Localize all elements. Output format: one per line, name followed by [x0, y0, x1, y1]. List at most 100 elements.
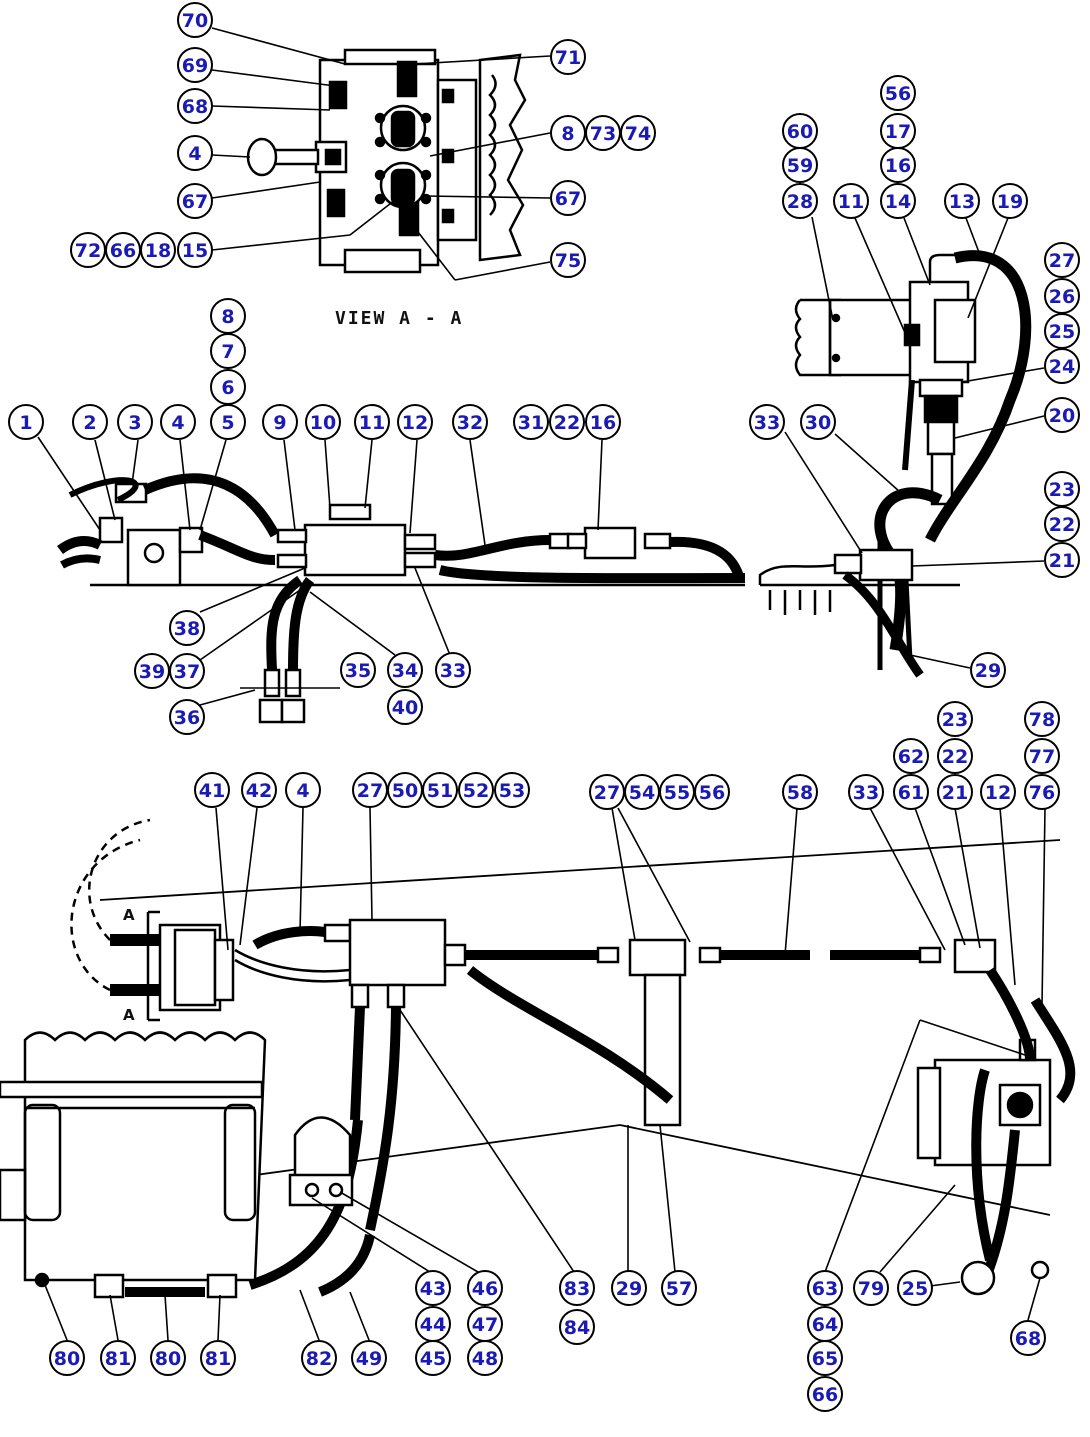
- callout-bubble: [397, 404, 433, 440]
- callout-number: 27: [357, 780, 383, 802]
- callout-number: 33: [853, 782, 879, 804]
- callout-49: 49: [351, 1340, 387, 1376]
- callout-number: 79: [858, 1278, 884, 1300]
- callout-bubble: [944, 183, 980, 219]
- callout-number: 8: [561, 123, 574, 145]
- leader-lines-middle: [37, 436, 603, 706]
- callout-number: 82: [306, 1348, 332, 1370]
- callout-number: 29: [975, 660, 1001, 682]
- callout-number: 53: [499, 780, 525, 802]
- callout-bubble: [210, 333, 246, 369]
- callout-number: 48: [472, 1348, 498, 1370]
- callout-50: 50: [387, 772, 423, 808]
- callout-bubble: [800, 404, 836, 440]
- callout-number: 30: [805, 412, 831, 434]
- callout-bubble: [880, 183, 916, 219]
- callout-number: 38: [174, 618, 200, 640]
- callout-bubble: [550, 39, 586, 75]
- callout-42: 42: [241, 772, 277, 808]
- callout-23: 23: [937, 701, 973, 737]
- callout-number: 22: [942, 746, 968, 768]
- callout-bubble: [620, 115, 656, 151]
- callout-4: 4: [177, 135, 213, 171]
- callout-41: 41: [194, 772, 230, 808]
- callout-bubble: [117, 404, 153, 440]
- callout-45: 45: [415, 1340, 451, 1376]
- callout-9: 9: [262, 404, 298, 440]
- callout-number: 23: [942, 709, 968, 731]
- callout-28: 28: [782, 183, 818, 219]
- callout-76: 76: [1024, 774, 1060, 810]
- callout-number: 22: [1049, 514, 1075, 536]
- callout-bubble: [1044, 542, 1080, 578]
- callout-bubble: [177, 88, 213, 124]
- callout-21: 21: [937, 774, 973, 810]
- callout-75: 75: [550, 242, 586, 278]
- callout-bubble: [1024, 738, 1060, 774]
- callout-number: 37: [174, 661, 200, 683]
- callout-number: 27: [594, 782, 620, 804]
- callout-35: 35: [340, 652, 376, 688]
- lower-assembly: [0, 818, 1076, 1299]
- callout-number: 81: [105, 1348, 131, 1370]
- callout-33: 33: [848, 774, 884, 810]
- callout-22: 22: [549, 404, 585, 440]
- callout-16: 16: [585, 404, 621, 440]
- callout-number: 29: [616, 1278, 642, 1300]
- callout-bubble: [880, 75, 916, 111]
- callout-12: 12: [397, 404, 433, 440]
- callout-number: 68: [182, 96, 208, 118]
- callout-number: 57: [666, 1278, 692, 1300]
- callout-63: 63: [807, 1270, 843, 1306]
- callout-number: 11: [838, 191, 864, 213]
- leader-lines-upper-right: [784, 216, 1045, 669]
- callout-bubble: [970, 652, 1006, 688]
- callout-number: 35: [345, 660, 371, 682]
- callout-number: 12: [985, 782, 1011, 804]
- callout-bubble: [262, 404, 298, 440]
- callout-44: 44: [415, 1306, 451, 1342]
- callout-57: 57: [661, 1270, 697, 1306]
- callout-bubble: [1044, 397, 1080, 433]
- callout-bubble: [980, 774, 1016, 810]
- callout-number: 63: [812, 1278, 838, 1300]
- callout-number: 26: [1049, 286, 1075, 308]
- callout-72: 72: [70, 232, 106, 268]
- callout-bubble: [340, 652, 376, 688]
- callout-bubble: [937, 738, 973, 774]
- callout-bubble: [893, 738, 929, 774]
- callout-bubble: [853, 1270, 889, 1306]
- callout-number: 71: [555, 47, 581, 69]
- callout-12: 12: [980, 774, 1016, 810]
- callout-22: 22: [937, 738, 973, 774]
- callout-11: 11: [354, 404, 390, 440]
- callout-bubble: [549, 404, 585, 440]
- callout-33: 33: [435, 652, 471, 688]
- callout-81: 81: [200, 1340, 236, 1376]
- callout-33: 33: [749, 404, 785, 440]
- callout-bubble: [611, 1270, 647, 1306]
- callout-68: 68: [177, 88, 213, 124]
- callout-bubble: [897, 1270, 933, 1306]
- callout-bubble: [749, 404, 785, 440]
- callout-bubble: [177, 2, 213, 38]
- callout-number: 58: [787, 782, 813, 804]
- callout-number: 31: [518, 412, 544, 434]
- callout-60: 60: [782, 113, 818, 149]
- callout-number: 55: [664, 782, 690, 804]
- callout-bubble: [301, 1340, 337, 1376]
- callout-bubble: [351, 1340, 387, 1376]
- callout-number: 25: [902, 1278, 928, 1300]
- callout-bubble: [893, 774, 929, 810]
- callout-number: 23: [1049, 479, 1075, 501]
- callout-bubble: [387, 689, 423, 725]
- callout-26: 26: [1044, 278, 1080, 314]
- callout-3: 3: [117, 404, 153, 440]
- callout-number: 49: [356, 1348, 382, 1370]
- callout-number: 81: [205, 1348, 231, 1370]
- callout-number: 56: [885, 83, 911, 105]
- callout-number: 75: [555, 250, 581, 272]
- callout-18: 18: [140, 232, 176, 268]
